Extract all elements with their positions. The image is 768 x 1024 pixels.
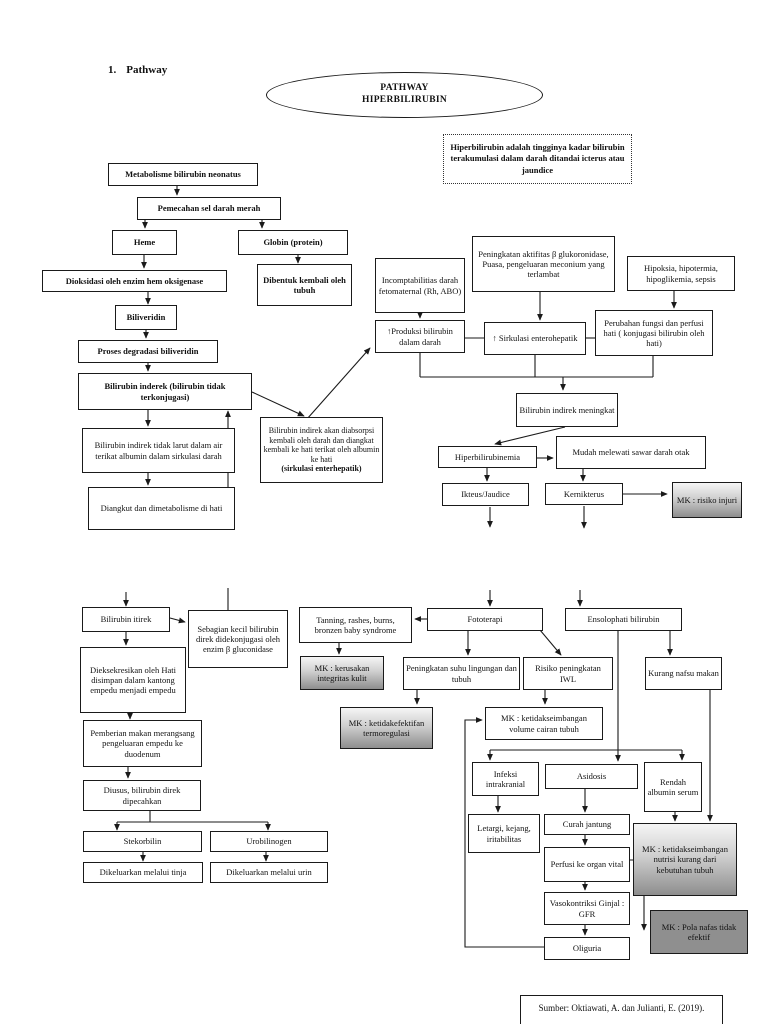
node-stekorbilin: Stekorbilin	[83, 831, 202, 852]
node-dieksekresikan: Dieksekresikan oleh Hati disimpan dalam …	[80, 647, 186, 713]
node-aktifitas: Peningkatan aktifitas β glukoronidase, P…	[472, 236, 615, 292]
node-perubahan: Perubahan fungsi dan perfusi hati ( konj…	[595, 310, 713, 356]
source-citation: Sumber: Oktiawati, A. dan Julianti, E. (…	[520, 995, 723, 1024]
node-globin: Globin (protein)	[238, 230, 348, 255]
node-diusus: Diusus, bilirubin direk dipecahkan	[83, 780, 201, 811]
node-asidosis: Asidosis	[545, 764, 638, 789]
node-ikteus: Ikteus/Jaudice	[442, 483, 529, 506]
node-diabsorpsi-text: Bilirubin indirek akan diabsorpsi kembal…	[263, 426, 380, 464]
node-degradasi: Proses degradasi biliveridin	[78, 340, 218, 363]
node-vasokontriksi: Vasokontriksi Ginjal : GFR	[544, 892, 630, 925]
node-peningkatan-suhu: Peningkatan suhu lingungan dan tubuh	[403, 657, 520, 690]
node-sebagian-kecil: Sebagian kecil bilirubin direk didekonju…	[188, 610, 288, 668]
node-kurang-nafsu: Kurang nafsu makan	[645, 657, 722, 690]
node-fototerapi: Fototerapi	[427, 608, 543, 631]
title-line2: HIPERBILIRUBIN	[362, 95, 447, 105]
node-hiperbilirubinemia: Hiperbilirubinemia	[438, 446, 537, 468]
title-line1: PATHWAY	[380, 83, 429, 94]
node-curah-jantung: Curah jantung	[544, 814, 630, 835]
node-heme: Heme	[112, 230, 177, 255]
node-dioksidasi: Dioksidasi oleh enzim hem oksigenase	[42, 270, 227, 292]
node-urobilinogen: Urobilinogen	[210, 831, 328, 852]
section-heading: 1. Pathway	[108, 64, 167, 76]
section-number: 1.	[108, 64, 117, 76]
node-dikeluarkan-urin: Dikeluarkan melalui urin	[210, 862, 328, 883]
node-bilirubin-inderek: Bilirubin inderek (bilirubin tidak terko…	[78, 373, 252, 410]
node-biliveridin: Biliveridin	[115, 305, 177, 330]
node-dikeluarkan-tinja: Dikeluarkan melalui tinja	[83, 862, 203, 883]
node-mk-nutrisi: MK : ketidakseimbangan nutrisi kurang da…	[633, 823, 737, 896]
node-diabsorpsi: Bilirubin indirek akan diabsorpsi kembal…	[260, 417, 383, 483]
node-perfusi: Perfusi ke organ vital	[544, 847, 630, 882]
title-ellipse: PATHWAY HIPERBILIRUBIN	[266, 72, 543, 118]
node-sirkulasi: ↑ Sirkulasi enterohepatik	[484, 322, 586, 355]
node-pemecahan: Pemecahan sel darah merah	[137, 197, 281, 220]
node-letargi: Letargi, kejang, iritabilitas	[468, 814, 540, 853]
node-dibentuk: Dibentuk kembali oleh tubuh	[257, 264, 352, 306]
node-diabsorpsi-bold: (sirkulasi enterhepatik)	[281, 464, 362, 474]
node-tanning: Tanning, rashes, burns, bronzen baby syn…	[299, 607, 412, 643]
node-meningkat: Bilirubin indirek meningkat	[516, 393, 618, 427]
section-title: Pathway	[126, 64, 168, 76]
node-mk-pola-nafas: MK : Pola nafas tidak efektif	[650, 910, 748, 954]
node-ensolophati: Ensolophati bilirubin	[565, 608, 682, 631]
node-incompt: Incomptabilitias darah fetomaternal (Rh,…	[375, 258, 465, 313]
node-bilirubin-itirek: Bilirubin itirek	[82, 607, 170, 632]
definition-note: Hiperbilirubin adalah tingginya kadar bi…	[443, 134, 632, 184]
node-metabolisme: Metabolisme bilirubin neonatus	[108, 163, 258, 186]
node-oliguria: Oliguria	[544, 937, 630, 960]
node-mk-volume-cairan: MK : ketidakseimbangan volume cairan tub…	[485, 707, 603, 740]
node-infeksi: Infeksi intrakranial	[472, 762, 539, 796]
node-sawar: Mudah melewati sawar darah otak	[556, 436, 706, 469]
node-kernikterus: Kernikterus	[545, 483, 623, 505]
node-produksi: ↑Produksi bilirubin dalam darah	[375, 320, 465, 353]
node-mk-kerusakan-kulit: MK : kerusakan integritas kulit	[300, 656, 384, 690]
node-mk-termoregulasi: MK : ketidakefektifan termoregulasi	[340, 707, 433, 749]
node-mk-risiko-injuri: MK : risiko injuri	[672, 482, 742, 518]
node-tidak-larut: Bilirubin indirek tidak larut dalam air …	[82, 428, 235, 473]
node-pemberian-makan: Pemberian makan merangsang pengeluaran e…	[83, 720, 202, 767]
node-diangkut: Diangkut dan dimetabolisme di hati	[88, 487, 235, 530]
node-rendah-albumin: Rendah albumin serum	[644, 762, 702, 812]
node-hipoksia: Hipoksia, hipotermia, hipoglikemia, seps…	[627, 256, 735, 291]
node-risiko-iwl: Risiko peningkatan IWL	[523, 657, 613, 690]
